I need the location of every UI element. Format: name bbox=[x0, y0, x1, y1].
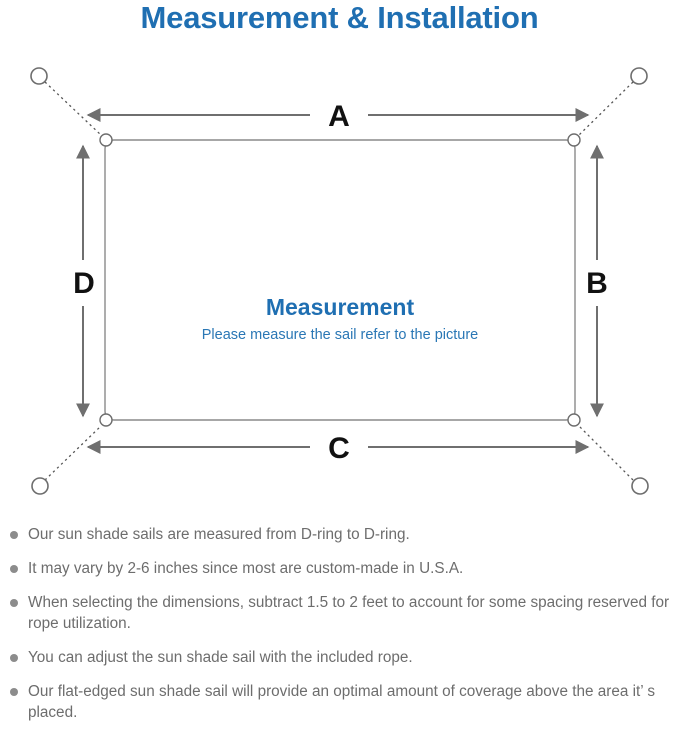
dimension-arrows bbox=[76, 108, 604, 454]
list-item: You can adjust the sun shade sail with t… bbox=[0, 647, 679, 668]
rope-lines bbox=[44, 81, 634, 481]
dimension-letters: A C D B bbox=[73, 100, 608, 465]
top-left-anchor-icon bbox=[30, 67, 48, 85]
sail-subheading: Please measure the sail refer to the pic… bbox=[201, 327, 479, 343]
rope-bottom-right bbox=[578, 425, 634, 481]
list-item: When selecting the dimensions, subtract … bbox=[0, 592, 679, 634]
bullet-icon bbox=[10, 654, 18, 662]
dimension-label-d: D bbox=[73, 267, 95, 300]
d-rings bbox=[99, 133, 581, 427]
anchor-points bbox=[30, 67, 649, 495]
sail-body bbox=[104, 139, 576, 421]
list-item: It may vary by 2-6 inches since most are… bbox=[0, 558, 679, 579]
list-item-text: It may vary by 2-6 inches since most are… bbox=[28, 560, 464, 577]
list-item-text: When selecting the dimensions, subtract … bbox=[28, 594, 670, 632]
measurement-diagram: A C D B Measurement Please measure the s… bbox=[0, 48, 679, 518]
rope-top-right bbox=[578, 81, 634, 136]
bottom-right-d-ring-icon bbox=[567, 413, 581, 427]
bullet-icon bbox=[10, 565, 18, 573]
bottom-right-anchor-icon bbox=[631, 477, 649, 495]
page-title: Measurement & Installation bbox=[140, 0, 539, 35]
sail-diagram-svg: A C D B bbox=[30, 67, 649, 495]
list-item-text: You can adjust the sun shade sail with t… bbox=[28, 649, 413, 666]
bottom-left-anchor-icon bbox=[31, 477, 49, 495]
list-item: Our flat-edged sun shade sail will provi… bbox=[0, 681, 679, 723]
top-left-d-ring-icon bbox=[99, 133, 113, 147]
bullet-icon bbox=[10, 599, 18, 607]
bullet-icon bbox=[10, 688, 18, 696]
rope-bottom-left bbox=[44, 425, 102, 481]
sail-heading: Measurement bbox=[265, 294, 415, 320]
bottom-left-d-ring-icon bbox=[99, 413, 113, 427]
list-item-text: Our flat-edged sun shade sail will provi… bbox=[28, 683, 655, 721]
dimension-label-b: B bbox=[586, 267, 608, 300]
top-right-anchor-icon bbox=[630, 67, 648, 85]
list-item-text: Our sun shade sails are measured from D-… bbox=[28, 526, 410, 543]
list-item: Our sun shade sails are measured from D-… bbox=[0, 524, 679, 545]
notes-list: Our sun shade sails are measured from D-… bbox=[0, 524, 679, 736]
bullet-icon bbox=[10, 531, 18, 539]
dimension-label-a: A bbox=[328, 100, 350, 133]
rope-top-left bbox=[44, 81, 102, 136]
top-right-d-ring-icon bbox=[567, 133, 581, 147]
dimension-label-c: C bbox=[328, 432, 350, 465]
